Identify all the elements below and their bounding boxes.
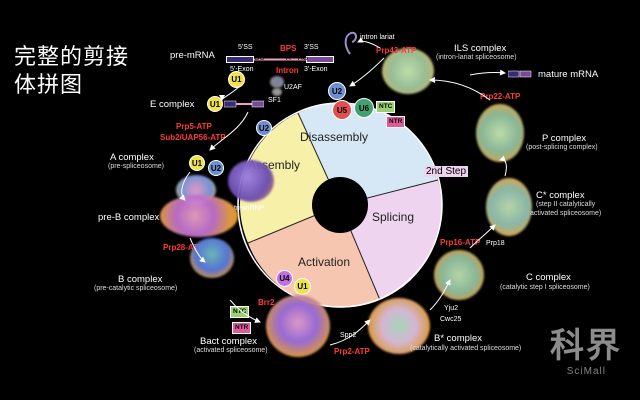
u5-snrnp-icon: U5 [332,100,352,120]
sf1-protein-icon [272,88,282,96]
brr2-label: Brr2 [258,298,275,307]
bact-ntc-icon: NTC [230,306,250,318]
pre-mrna-schematic [226,56,334,63]
five-exon-label: 5'-Exon [230,66,254,73]
title-line-2: 体拼图 [14,73,84,98]
a-complex-u1-icon: U1 [189,155,205,171]
prp16-atp-label: Prp16-ATP [440,238,481,247]
pre-b-complex-structure [160,195,238,237]
ils-complex-subtitle: (intron-lariat spliceosome) [436,54,517,61]
e-complex-u1-icon: U1 [207,96,223,112]
u2af-protein-icon [270,76,284,88]
second-step-label: 2nd Step [424,166,469,177]
ils-complex-label: ILS complex [454,43,507,54]
a-label: A [286,55,291,62]
cwc25-label: Cwc25 [440,316,462,323]
bstar-complex-subtitle: (catalytically activated spliceosome) [410,345,522,352]
prp28-atp-label: Prp28-ATP [163,243,204,252]
cstar-complex-subtitle-1: (step II catalytically [536,201,596,208]
sector-label-activation: Activation [298,255,351,269]
wheel-hub [312,177,368,233]
b-complex-structure [190,238,234,278]
sf1-label: SF1 [268,97,281,104]
tri-snrnp-label: tri-snRNP [234,205,265,212]
c-complex-subtitle: (catalytic step I spliceosome) [500,284,590,291]
p-complex-label: P complex [542,133,587,144]
prp2-atp-label: Prp2-ATP [334,347,370,356]
five-ss-label: 5'SS [238,44,253,51]
prp22-atp-label: Prp22-ATP [480,92,521,101]
pre-mrna-label: pre-mRNA [170,50,215,61]
prp43-atp-label: Prp43-ATP [376,46,417,55]
watermark-subtitle: SciMall [566,366,606,377]
prp5-atp-label: Prp5-ATP [176,122,212,131]
gu-label: GU [254,55,265,62]
ntc-complex-icon: NTC [376,101,396,113]
intron-lariat-icon [344,31,357,55]
disassembly-u2-icon: U2 [328,82,346,100]
bstar-complex-label: B* complex [434,333,483,344]
yju2-label: Yju2 [444,305,459,312]
sector-label-splicing: Splicing [372,210,415,224]
bps-label: BPS [280,44,297,53]
a-complex-u2-icon: U2 [208,160,224,176]
three-exon-label: 3'-Exon [304,66,328,73]
page-title: 完整的剪接 体拼图 [14,44,129,100]
bact-complex-structure [266,295,330,357]
prp18-label: Prp18 [486,240,505,247]
p-complex-structure [476,104,524,162]
three-ss-label: 3'SS [304,44,319,51]
bact-ntr-icon: NTR [232,322,252,334]
ntr-complex-icon: NTR [386,116,406,128]
tri-snrnp-structure [228,160,274,202]
b-complex-subtitle: (pre-catalytic spliceosome) [94,285,178,292]
intron-lariat-label: intron lariat [360,34,395,41]
e-complex-label: E complex [150,99,195,110]
watermark-logo: 科界 [550,326,622,366]
b-complex-label: B complex [118,274,163,285]
intron-label: Intron [276,66,299,75]
u2-snrnp-icon: U2 [256,120,272,136]
mature-mrna-label: mature mRNA [538,69,599,80]
mature-mrna-icon [508,70,532,78]
cstar-complex-label: C* complex [536,190,585,201]
cstar-complex-subtitle-2: activated spliceosome) [530,210,602,217]
e-complex-rna-icon [224,100,264,108]
a-complex-label: A complex [110,152,154,163]
c-complex-structure [434,250,484,300]
ag-label: AG [298,55,309,62]
sector-label-disassembly: Disassembly [300,130,369,144]
a-complex-subtitle: (pre-spliceosome) [108,163,165,170]
ils-complex-structure [382,48,434,94]
u6-snrnp-icon: U6 [354,98,374,118]
title-line-1: 完整的剪接 [14,45,130,70]
bact-complex-label: Bact complex [200,336,258,347]
u1-snrnp-icon: U1 [228,71,245,88]
sub2-uap56-atp-label: Sub2/UAP56-ATP [160,133,226,142]
bstar-complex-structure [368,298,430,354]
bact-complex-subtitle: (activated spliceosome) [194,347,268,354]
pre-b-complex-label: pre-B complex [98,212,160,223]
c-complex-label: C complex [526,272,571,283]
spp2-label: Spp2 [340,332,357,339]
activation-u1-icon: U1 [294,278,311,295]
p-complex-subtitle: (post-splicing complex) [526,144,598,151]
u2af-label: U2AF [284,84,302,91]
u4-snrnp-icon: U4 [276,270,293,287]
